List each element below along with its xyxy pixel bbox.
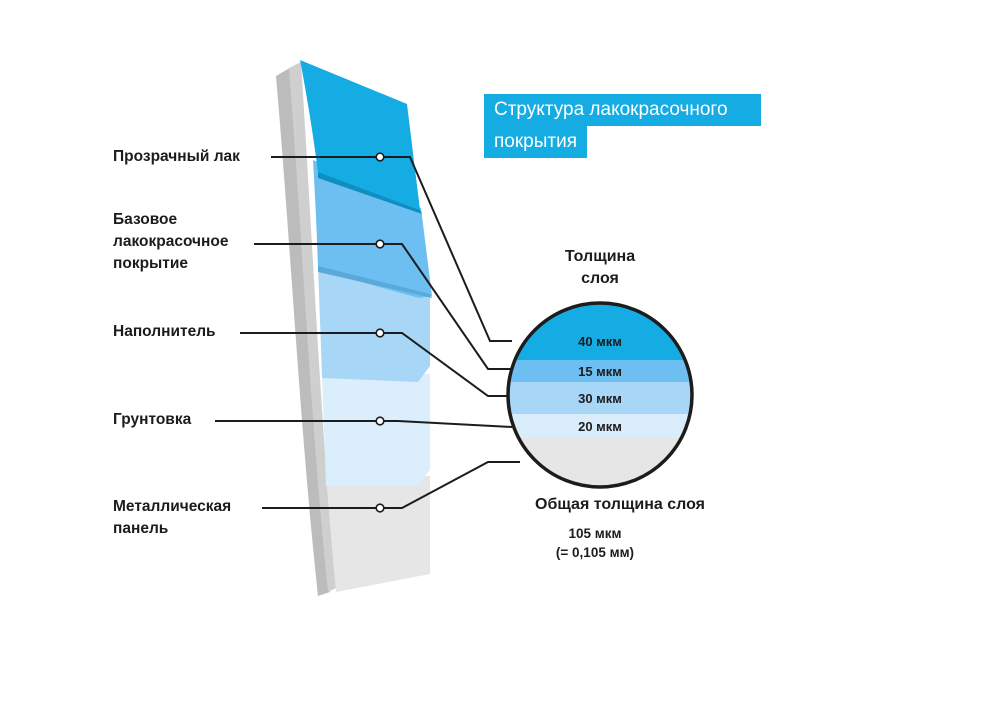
label-base-coat: Базовое лакокрасочное покрытие	[113, 211, 229, 272]
leader-line-metal-panel	[262, 461, 520, 509]
diagram-title-line2-box: покрытия	[484, 126, 587, 158]
layer-shape-clear-coat	[300, 60, 420, 210]
band-label-primer: 20 мкм	[578, 419, 622, 434]
total-thickness-value: 105 мкм (= 0,105 мм)	[555, 526, 635, 560]
leader-dots	[375, 152, 385, 513]
band-label-base-coat: 15 мкм	[578, 364, 622, 379]
band-clear-coat	[508, 303, 692, 360]
thickness-heading: Толщина слоя	[564, 248, 636, 287]
leader-line-filler	[240, 332, 512, 397]
label-filler: Наполнитель	[113, 323, 216, 340]
leader-line-base-coat	[254, 243, 512, 370]
total-thickness-heading: Общая толщина слоя	[535, 496, 705, 513]
leader-line-clear-coat	[271, 156, 512, 342]
diagram-title: Структура лакокрасочного	[484, 94, 761, 126]
layer-shape-primer	[322, 372, 430, 486]
dot-base-coat	[375, 239, 385, 249]
layer-shape-base-coat	[313, 160, 432, 298]
leader-lines	[215, 156, 520, 509]
dot-clear-coat	[375, 152, 385, 162]
layer-shape-metal-panel	[326, 476, 430, 592]
band-filler	[508, 382, 692, 414]
band-primer	[508, 414, 692, 438]
leader-line-primer	[215, 420, 513, 428]
band-metal-panel	[508, 438, 692, 487]
band-base-coat	[508, 360, 692, 382]
dot-metal-panel	[375, 503, 385, 513]
label-primer: Грунтовка	[113, 411, 192, 428]
title-line-2: покрытия	[494, 131, 577, 152]
layer-edge-base-coat	[318, 266, 432, 298]
dot-filler	[375, 328, 385, 338]
layer-edge-clear-coat	[318, 172, 422, 214]
label-clear-coat: Прозрачный лак	[113, 148, 240, 165]
thickness-circle: 40 мкм 15 мкм 30 мкм 20 мкм	[506, 301, 694, 489]
dot-primer	[375, 416, 385, 426]
band-label-clear-coat: 40 мкм	[578, 334, 622, 349]
label-metal-panel: Металлическая панель	[113, 498, 232, 537]
band-label-filler: 30 мкм	[578, 391, 622, 406]
title-line-1: Структура лакокрасочного	[494, 99, 728, 120]
panel-side-edge-inner	[289, 62, 336, 592]
